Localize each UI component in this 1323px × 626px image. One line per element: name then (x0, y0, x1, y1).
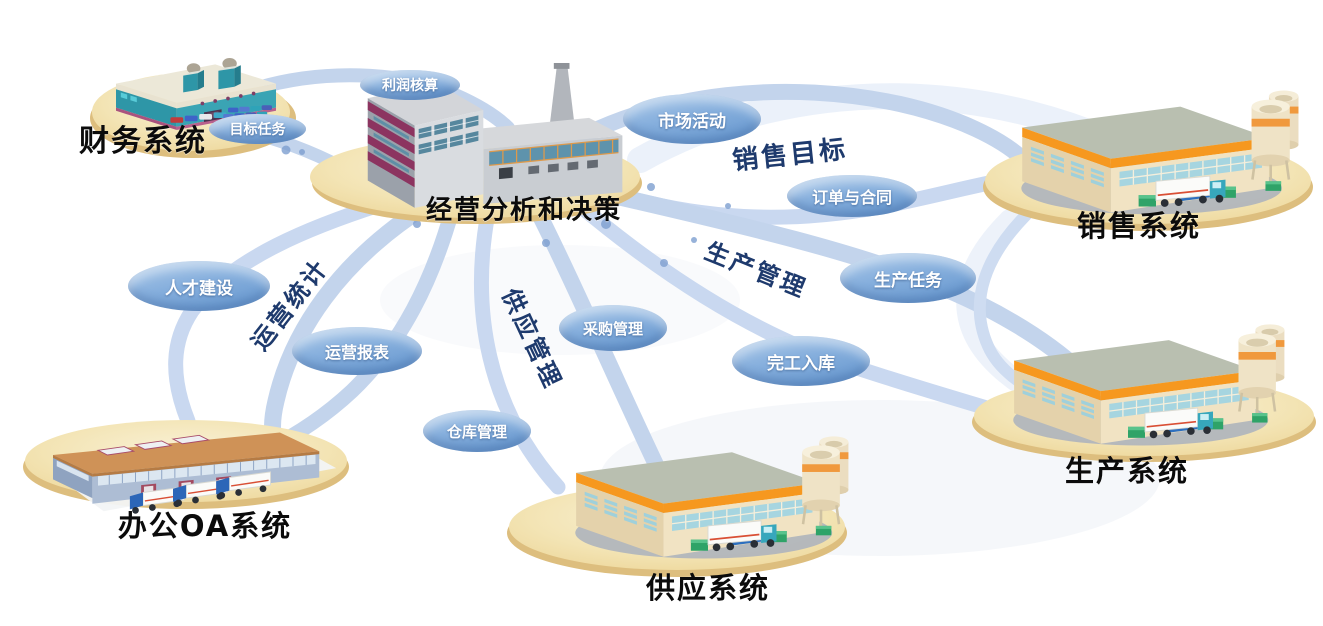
bubble-label: 订单与合同 (811, 188, 892, 207)
bubble-orders-contracts: 订单与合同 (787, 175, 917, 217)
system-label-decision: 经营分析和决策 (425, 195, 623, 226)
ribbon (474, 205, 566, 495)
bubble-label: 生产任务 (874, 270, 942, 291)
bubble-profit-accounting: 利润核算 (360, 70, 460, 100)
bubble-label: 目标任务 (229, 122, 286, 138)
bubble-label: 人才建设 (165, 278, 233, 299)
bubble-talent-development: 人才建设 (128, 261, 270, 311)
bubble-procurement-mgmt: 采购管理 (559, 305, 667, 351)
bubble-label: 完工入库 (767, 353, 835, 374)
sales-building-icon (1020, 89, 1300, 216)
system-label-finance: 财务系统 (79, 124, 207, 159)
bubble-warehouse-mgmt: 仓库管理 (423, 410, 531, 452)
bubble-label: 运营报表 (324, 343, 389, 362)
bubble-label: 仓库管理 (446, 422, 507, 441)
bubble-market-activities: 市场活动 (623, 94, 761, 144)
bubble-finished-warehousing: 完工入库 (732, 336, 870, 386)
system-label-office-oa: 办公OA系统 (117, 509, 293, 543)
bubble-label: 采购管理 (582, 319, 643, 338)
bubble-operation-reports: 运营报表 (292, 327, 422, 375)
system-label-sales: 销售系统 (1076, 209, 1202, 243)
bubble-label: 利润核算 (382, 78, 438, 94)
system-label-production: 生产系统 (1064, 454, 1190, 488)
bubble-production-tasks: 生产任务 (840, 253, 976, 303)
system-label-supply: 供应系统 (645, 571, 771, 605)
bubble-target-tasks: 目标任务 (209, 114, 306, 144)
bubble-label: 市场活动 (658, 111, 726, 132)
